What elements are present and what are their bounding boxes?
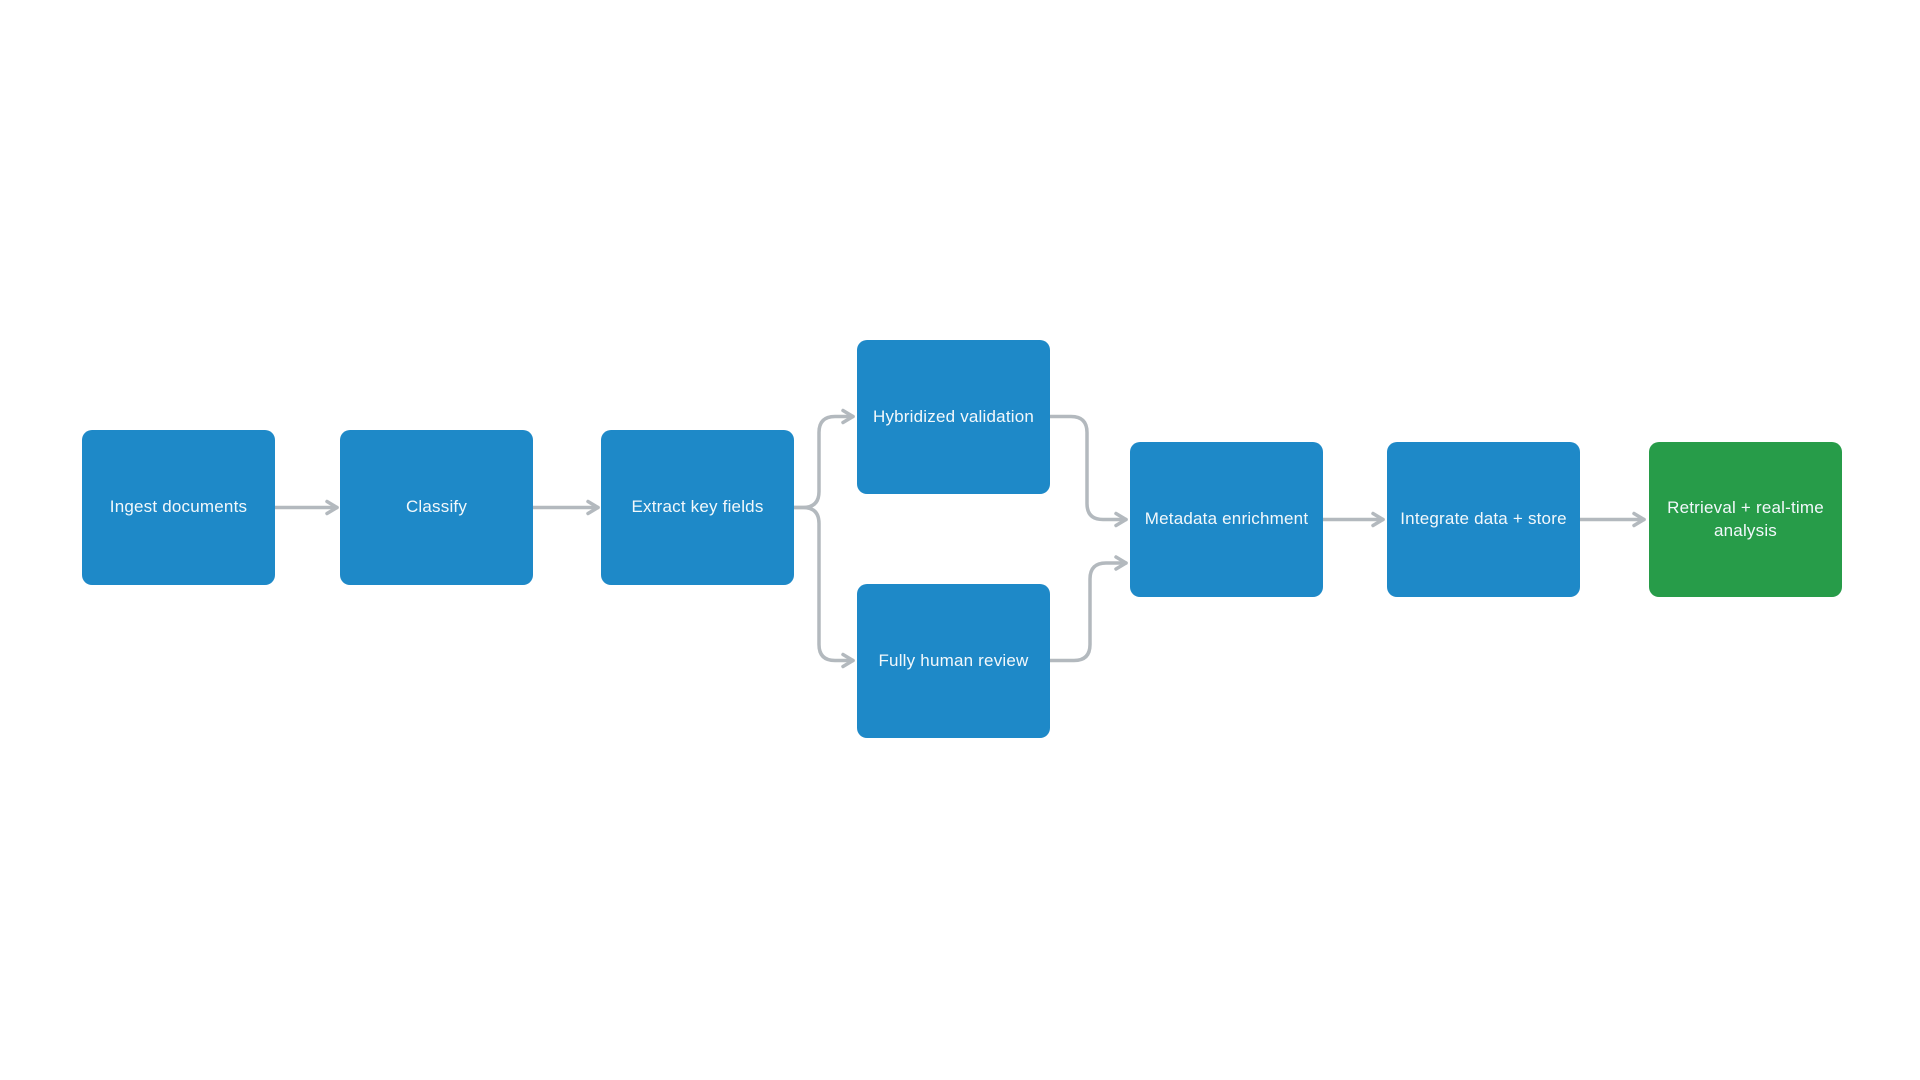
node-ingest-documents-label: Ingest documents bbox=[109, 497, 248, 517]
node-retrieval-analysis-label: Retrieval + real-time analysis bbox=[1667, 497, 1824, 540]
node-metadata-enrichment: Metadata enrichment bbox=[1130, 442, 1323, 597]
node-retrieval-analysis: Retrieval + real-time analysis bbox=[1649, 442, 1842, 597]
edge-hybridized-validation-to-metadata-enrichment bbox=[1048, 414, 1128, 528]
edge-extract-key-fields-to-hybridized-validation bbox=[792, 408, 855, 510]
edge-extract-key-fields-to-fully-human-review bbox=[792, 505, 855, 669]
node-hybridized-validation-label: Hybridized validation bbox=[872, 406, 1035, 426]
node-hybridized-validation: Hybridized validation bbox=[857, 340, 1050, 494]
node-classify: Classify bbox=[340, 430, 533, 585]
edge-fully-human-review-to-metadata-enrichment bbox=[1048, 555, 1128, 663]
node-extract-key-fields: Extract key fields bbox=[601, 430, 794, 585]
node-ingest-documents: Ingest documents bbox=[82, 430, 275, 585]
node-extract-key-fields-label: Extract key fields bbox=[631, 497, 764, 517]
node-fully-human-review-label: Fully human review bbox=[878, 650, 1029, 670]
node-fully-human-review: Fully human review bbox=[857, 584, 1050, 738]
node-integrate-data-store: Integrate data + store bbox=[1387, 442, 1580, 597]
node-classify-label: Classify bbox=[405, 497, 468, 517]
node-metadata-enrichment-label: Metadata enrichment bbox=[1144, 509, 1309, 529]
node-integrate-data-store-label: Integrate data + store bbox=[1400, 509, 1567, 529]
